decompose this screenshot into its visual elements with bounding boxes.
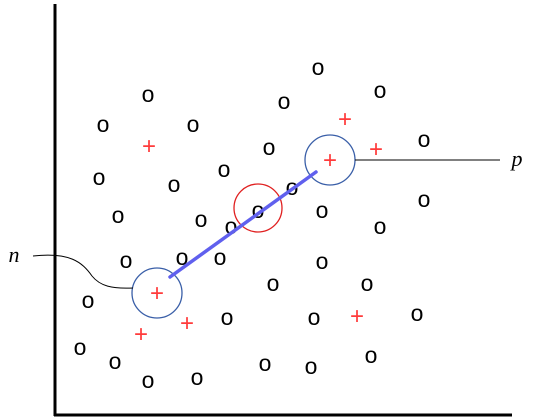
interpolation-line — [168, 170, 318, 279]
majority-point: o — [120, 247, 133, 273]
majority-point: o — [411, 300, 424, 326]
minority-point: + — [180, 310, 194, 337]
majority-point: o — [191, 364, 204, 390]
majority-point: o — [263, 134, 276, 160]
majority-point: o — [97, 111, 110, 137]
majority-point: o — [195, 206, 208, 232]
majority-point: o — [259, 350, 272, 376]
majority-point: o — [82, 287, 95, 313]
minority-point: + — [323, 147, 337, 174]
majority-point: o — [316, 248, 329, 274]
majority-point: o — [316, 197, 329, 223]
majority-point: o — [312, 54, 325, 80]
minority-point: + — [134, 321, 148, 348]
majority-point: o — [168, 171, 181, 197]
majority-point: o — [109, 348, 122, 374]
majority-point: o — [374, 213, 387, 239]
majority-point: o — [305, 353, 318, 379]
minority-point: + — [150, 280, 164, 307]
minority-point: + — [369, 136, 383, 163]
p-label: p — [510, 146, 523, 171]
majority-point: o — [187, 111, 200, 137]
majority-point: o — [365, 342, 378, 368]
majority-point: o — [361, 270, 374, 296]
majority-point: o — [142, 81, 155, 107]
synthetic-circle — [233, 183, 283, 233]
majority-point: o — [418, 126, 431, 152]
majority-point: o — [142, 367, 155, 393]
majority-point: o — [74, 334, 87, 360]
minority-points: ++++++++ — [134, 106, 383, 348]
majority-point: o — [176, 244, 189, 270]
majority-point: o — [374, 77, 387, 103]
majority-point: o — [267, 270, 280, 296]
majority-point: o — [214, 244, 227, 270]
majority-point: o — [418, 186, 431, 212]
majority-point: o — [308, 304, 321, 330]
minority-point: + — [350, 303, 364, 330]
majority-point: o — [112, 202, 125, 228]
n-leader-line — [32, 254, 134, 289]
highlight-circles — [131, 134, 356, 319]
annotations: pn — [9, 146, 523, 289]
minority-point: + — [338, 106, 352, 133]
n-circle — [131, 267, 183, 319]
majority-point: o — [221, 304, 234, 330]
n-label: n — [9, 242, 20, 267]
minority-point: + — [142, 133, 156, 160]
majority-point: o — [278, 88, 291, 114]
majority-point: o — [218, 156, 231, 182]
majority-point: o — [93, 164, 106, 190]
